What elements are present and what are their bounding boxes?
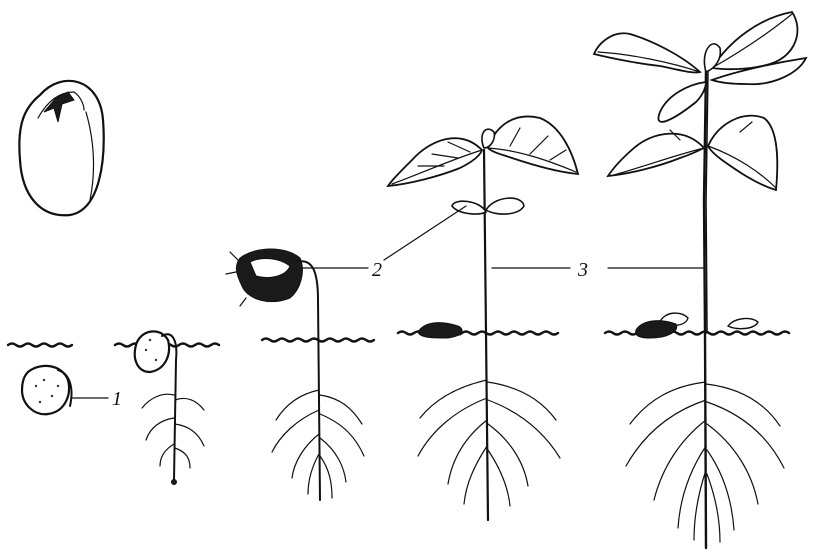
label-2: 2	[372, 259, 382, 281]
stage-2-seedling	[135, 331, 204, 484]
stage-1-seed	[22, 366, 108, 414]
label-3: 3	[577, 259, 588, 281]
label-1: 1	[112, 388, 122, 410]
stage-4-young-plant	[388, 116, 578, 520]
stage-3-seedling	[226, 249, 364, 500]
enlarged-seed	[19, 81, 103, 215]
stage-5-mature-plant	[594, 12, 806, 548]
leader-lines	[302, 206, 704, 268]
